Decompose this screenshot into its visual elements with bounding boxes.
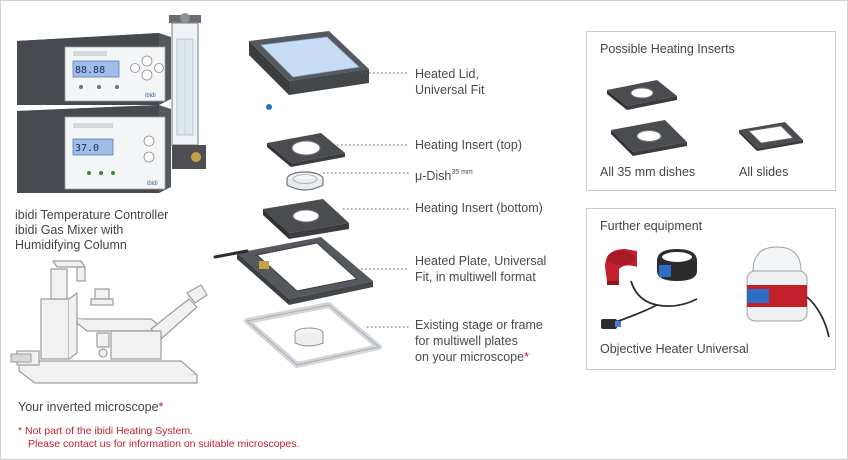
temperature-controller-and-gas-mixer-illustration: 88.88 ibidi 37.0 ibidi (17, 13, 206, 193)
objective-heater-caption: Objective Heater Universal (600, 342, 749, 356)
heating-insert-bottom-icon (263, 199, 349, 239)
mu-dish-icon (286, 171, 324, 191)
heated-lid-icon (249, 31, 369, 110)
further-equipment-title: Further equipment (600, 219, 703, 233)
label-heated-plate-2: Fit, in multiwell format (415, 270, 536, 284)
heated-plate-icon (213, 237, 373, 305)
footnote-line-2: Please contact us for information on sui… (28, 438, 300, 450)
label-heating-insert-bottom: Heating Insert (bottom) (415, 201, 543, 215)
label-heated-lid-2: Universal Fit (415, 83, 485, 97)
microscope-caption: Your inverted microscope* (18, 400, 163, 415)
label-existing-stage-1: Existing stage or frame (415, 318, 543, 332)
label-existing-stage-2: for multiwell plates (415, 334, 518, 348)
inverted-microscope-illustration (10, 260, 208, 384)
possible-heating-inserts-title: Possible Heating Inserts (600, 42, 735, 56)
label-heated-plate-1: Heated Plate, Universal (415, 254, 547, 268)
dish-insert-caption: All 35 mm dishes (600, 165, 696, 179)
label-mu-dish-size: 35 mm (451, 169, 473, 176)
label-heating-insert-top: Heating Insert (top) (415, 138, 522, 152)
red-heater-band-icon (605, 249, 637, 285)
svg-text:37.0: 37.0 (75, 143, 99, 154)
connector-icon (601, 319, 617, 329)
objective-heater-illustration (601, 246, 830, 338)
slide-insert-caption: All slides (739, 165, 789, 179)
device-brand-label: ibidi (145, 93, 156, 99)
svg-text:88.88: 88.88 (75, 65, 105, 76)
humidifying-column-icon (169, 13, 206, 169)
further-equipment-box: Further equipment (586, 208, 836, 370)
device-brand-label-2: ibidi (147, 181, 158, 187)
objective-with-heater-icon (746, 246, 830, 338)
device-caption-line-2: ibidi Gas Mixer with (15, 223, 124, 237)
label-mu-dish-text: μ-Dish (415, 169, 452, 183)
slide-insert-icon (739, 122, 803, 151)
microscope-label: Your inverted microscope (18, 400, 159, 414)
existing-stage-frame-icon (244, 302, 382, 368)
device-caption-line-3: Humidifying Column (15, 238, 127, 252)
heating-system-stack-illustration (213, 31, 409, 368)
label-existing-stage-asterisk: * (524, 350, 529, 364)
microscope-asterisk: * (158, 400, 164, 414)
label-mu-dish: μ-Dish35 mm (415, 165, 473, 184)
footnote-line-1: * Not part of the ibidi Heating System. (18, 425, 194, 437)
gas-mixer-device-icon: 88.88 ibidi (17, 33, 171, 105)
device-caption-line-1: ibidi Temperature Controller (15, 208, 169, 222)
label-existing-stage-3-text: on your microscope (415, 350, 525, 364)
label-heated-lid-1: Heated Lid, (415, 67, 479, 81)
heating-insert-top-icon (267, 133, 345, 167)
label-existing-stage-3: on your microscope* (415, 349, 529, 365)
heating-inserts-illustration (607, 80, 803, 156)
dish-insert-icon (607, 80, 687, 156)
temperature-controller-device-icon: 37.0 ibidi (17, 105, 171, 193)
blue-heater-band-icon (657, 249, 697, 281)
possible-heating-inserts-box: Possible Heating Inserts All 35 mm dishe… (586, 31, 836, 191)
